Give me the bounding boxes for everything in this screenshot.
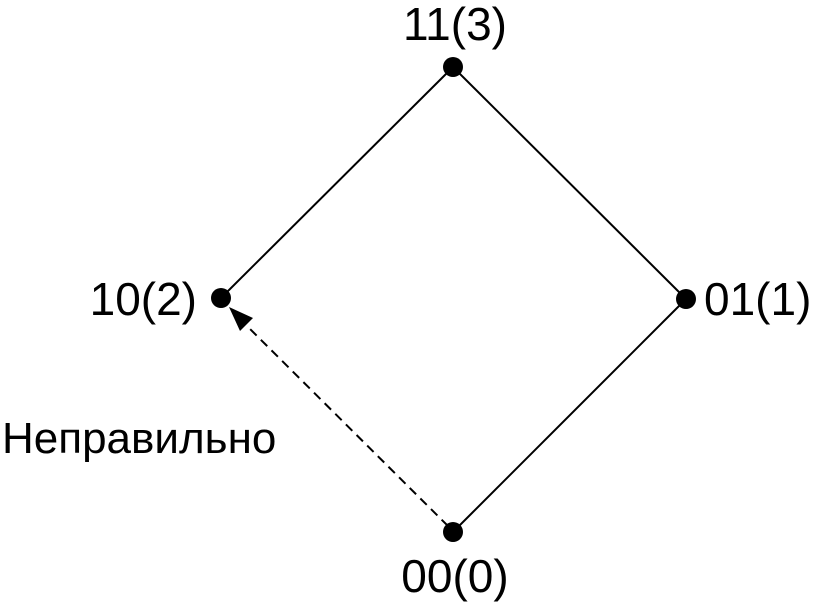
- node-01: [676, 289, 696, 309]
- node-label-01: 01(1): [704, 273, 811, 325]
- edge-11-01: [452, 66, 687, 300]
- node-10: [211, 288, 231, 308]
- edge-00-10-dashed-arrow: [245, 324, 449, 527]
- node-00: [443, 522, 463, 542]
- node-label-10: 10(2): [90, 273, 197, 325]
- edge-01-00: [452, 298, 687, 533]
- annotation-incorrect: Неправильно: [2, 414, 276, 463]
- node-label-00: 00(0): [401, 550, 508, 602]
- edge-10-11: [220, 66, 454, 299]
- arrowhead-icon: [229, 307, 253, 331]
- node-11: [443, 57, 463, 77]
- node-label-11: 11(3): [403, 0, 507, 50]
